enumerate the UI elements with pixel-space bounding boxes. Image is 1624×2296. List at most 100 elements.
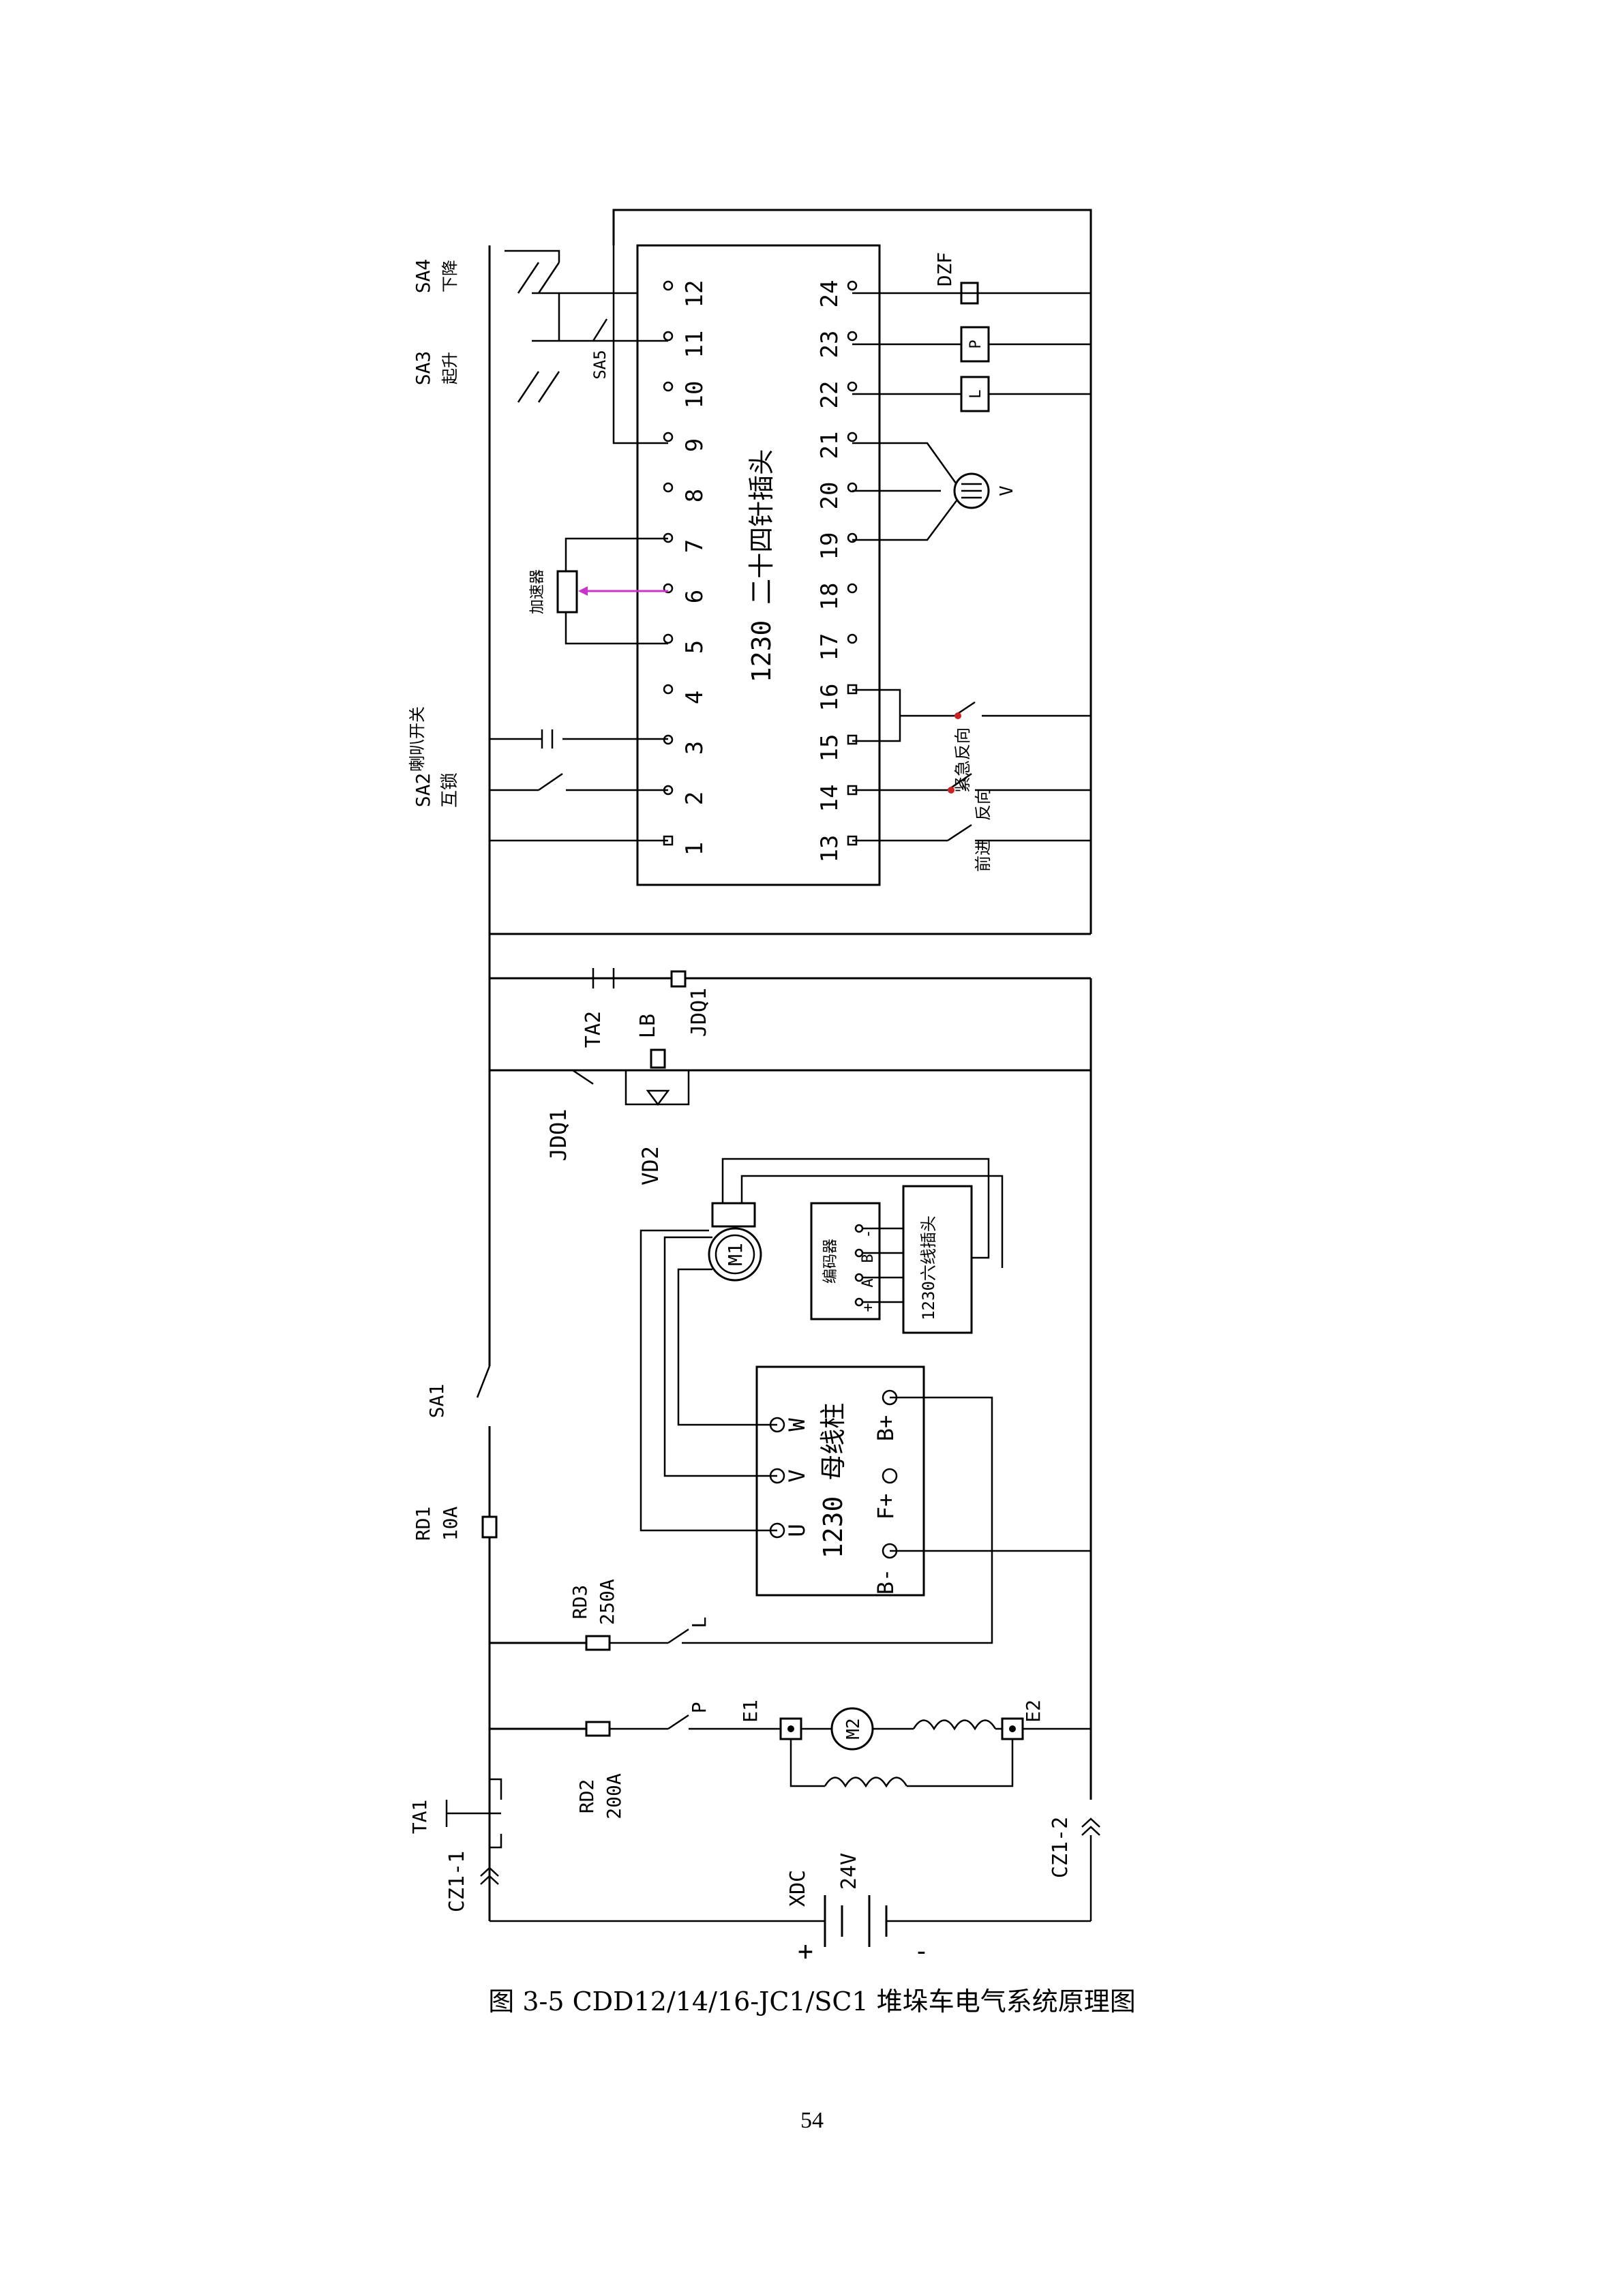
emergency-reverse-switch: 紧急反向 (953, 701, 976, 793)
forward-switch: 前进 (947, 824, 993, 872)
controller-terminal-label: F+ (873, 1494, 899, 1520)
pin-label: 20 (816, 482, 843, 510)
controller-terminal (882, 1468, 898, 1484)
svg-text:SA1: SA1 (425, 1384, 448, 1419)
pin-marker (847, 381, 858, 392)
svg-text:起升: 起升 (440, 352, 460, 384)
pin-label: 15 (816, 734, 843, 762)
pin-label: 4 (681, 691, 708, 704)
pin-marker (847, 432, 858, 442)
svg-text:L: L (688, 1617, 710, 1629)
pin-marker (663, 381, 674, 392)
sa3-sa4-switches: SA4 下降 SA3 起升 SA5 (412, 250, 610, 403)
connector-left-wiring (490, 245, 668, 842)
svg-text:1230 母线柱: 1230 母线柱 (818, 1403, 848, 1558)
svg-text:JDQ1: JDQ1 (687, 988, 711, 1037)
pin-label: 23 (816, 331, 843, 359)
pin-label: 8 (681, 489, 708, 502)
pin-marker (663, 432, 674, 442)
pin-marker (847, 633, 858, 644)
svg-text:M2: M2 (843, 1718, 864, 1739)
connector-right-wiring (852, 210, 1092, 842)
svg-text:CZ1-1: CZ1-1 (445, 1851, 469, 1912)
svg-text:TA1: TA1 (408, 1800, 431, 1834)
accelerator-potentiometer: 加速器 (529, 569, 588, 614)
main-bus-wiring (488, 209, 1092, 1921)
encoder-pin-label: + (860, 1303, 877, 1312)
pin-marker (663, 482, 674, 493)
pin-label: 16 (816, 684, 843, 712)
svg-text:JDQ1: JDQ1 (545, 1108, 571, 1161)
svg-text:RD3: RD3 (569, 1585, 591, 1620)
pin-marker (663, 633, 674, 644)
relay-p-coil: P (960, 326, 990, 363)
svg-text:E2: E2 (1022, 1700, 1044, 1723)
pin-label: 21 (816, 432, 843, 459)
pin-label: 19 (816, 532, 843, 560)
svg-text:LB: LB (636, 1014, 660, 1038)
svg-text:RD1: RD1 (412, 1507, 434, 1541)
svg-text:反向: 反向 (974, 788, 993, 821)
encoder-pin-label: A (860, 1278, 877, 1287)
svg-text:紧急反向: 紧急反向 (953, 727, 972, 793)
svg-text:+: + (798, 1936, 813, 1966)
svg-text:互锁: 互锁 (440, 772, 460, 808)
meter-v: V (953, 472, 1017, 509)
figure-caption: 图 3-5 CDD12/14/16-JC1/SC1 堆垛车电气系统原理图 (488, 1987, 1136, 2016)
svg-text:V: V (997, 485, 1017, 496)
svg-text:SA5: SA5 (590, 350, 610, 379)
svg-text:下降: 下降 (440, 260, 460, 292)
horn-button: 喇叭开关 (408, 706, 554, 772)
controller-terminal-label: B+ (873, 1415, 899, 1442)
pin-label: 1 (681, 842, 708, 856)
svg-text:XDC: XDC (786, 1870, 810, 1907)
relay-dzf: DZF (933, 252, 979, 305)
controller-terminal-label: U (784, 1524, 810, 1537)
pin-label: 12 (681, 280, 708, 308)
pin-marker (847, 331, 858, 342)
pin-label: 22 (816, 381, 843, 409)
pin-label: 9 (681, 438, 708, 452)
svg-text:编码器: 编码器 (822, 1239, 839, 1284)
encoder-pin-label: B (860, 1254, 877, 1263)
pin-label: 18 (816, 583, 843, 611)
pin-marker (847, 280, 858, 291)
svg-text:E1: E1 (739, 1700, 762, 1723)
pin-marker (663, 331, 674, 342)
svg-text:TA2: TA2 (582, 1011, 605, 1048)
svg-text:喇叭开关: 喇叭开关 (408, 706, 427, 772)
pin-label: 3 (681, 741, 708, 755)
svg-text:CZ1-2: CZ1-2 (1049, 1817, 1072, 1878)
lower-power-circuit: SA1 RD1 10A RD3 250A L P RD2 200A E1 M2 … (408, 1365, 1100, 1966)
svg-text:10A: 10A (439, 1507, 462, 1541)
svg-text:250A: 250A (596, 1579, 618, 1625)
pin-label: 7 (681, 539, 708, 553)
svg-text:200A: 200A (603, 1773, 625, 1819)
svg-text:SA2: SA2 (412, 773, 434, 808)
svg-text:DZF: DZF (933, 252, 956, 287)
encoder: 编码器 + A B - (810, 1202, 903, 1320)
svg-text:VD2: VD2 (637, 1146, 663, 1185)
svg-text:P: P (967, 339, 984, 348)
svg-text:SA3: SA3 (412, 351, 434, 386)
motor-m1: M1 (708, 1158, 1004, 1282)
relay-l-coil: L (960, 376, 990, 412)
connector-24pin-title: 1230 二十四针插头 (747, 449, 777, 682)
connector-6pin: 1230六线插头 (902, 1185, 973, 1334)
pin-label: 13 (816, 835, 843, 863)
pin-label: 17 (816, 633, 843, 661)
svg-text:M1: M1 (724, 1243, 747, 1266)
pin-marker (847, 734, 858, 745)
pin-label: 24 (816, 280, 843, 308)
controller-terminal-label: B- (873, 1569, 899, 1595)
svg-text:P: P (688, 1702, 710, 1714)
reverse-switch: 反向 (947, 772, 993, 821)
svg-text:-: - (914, 1936, 929, 1966)
encoder-pin-label: - (860, 1229, 877, 1238)
sa2-switch: SA2 互锁 (412, 772, 563, 808)
controller-terminal-label: V (784, 1469, 810, 1482)
pin-marker (663, 684, 674, 695)
svg-text:L: L (967, 389, 984, 398)
